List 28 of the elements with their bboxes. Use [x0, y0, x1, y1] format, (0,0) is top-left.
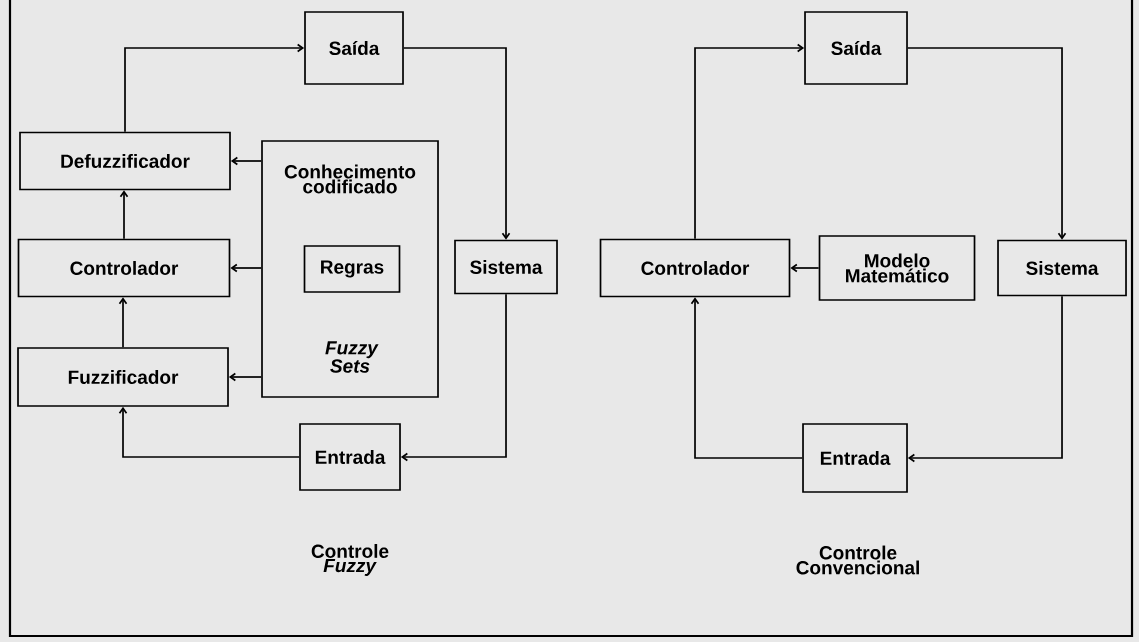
process-box: Sistema — [454, 239, 558, 295]
process-box: Entrada — [802, 423, 908, 493]
arrow — [790, 263, 820, 273]
arrow — [118, 297, 128, 348]
arrow — [119, 190, 129, 240]
process-box: Sistema — [997, 239, 1127, 297]
arrow — [694, 43, 805, 240]
arrow — [403, 47, 511, 240]
process-box: Fuzzificador — [17, 347, 229, 407]
process-box: Saída — [804, 11, 908, 85]
arrow — [690, 297, 803, 459]
process-box: Modelo Matemático — [818, 235, 976, 301]
arrow — [118, 406, 300, 458]
process-box: Regras — [303, 245, 401, 293]
arrow — [907, 47, 1067, 240]
process-box: Defuzzificador — [19, 131, 231, 191]
caption-label: Controle Fuzzy — [311, 544, 389, 576]
arrow — [124, 43, 305, 133]
process-box: Controlador — [17, 238, 231, 298]
process-box: Controlador — [599, 238, 791, 298]
arrow — [230, 263, 262, 273]
process-box: Saída — [304, 11, 404, 85]
caption-label: Controle Convencional — [796, 545, 919, 575]
arrow — [907, 295, 1063, 463]
arrow — [228, 372, 262, 382]
arrow — [230, 156, 262, 166]
process-box: Entrada — [299, 423, 401, 491]
arrow — [400, 293, 507, 462]
